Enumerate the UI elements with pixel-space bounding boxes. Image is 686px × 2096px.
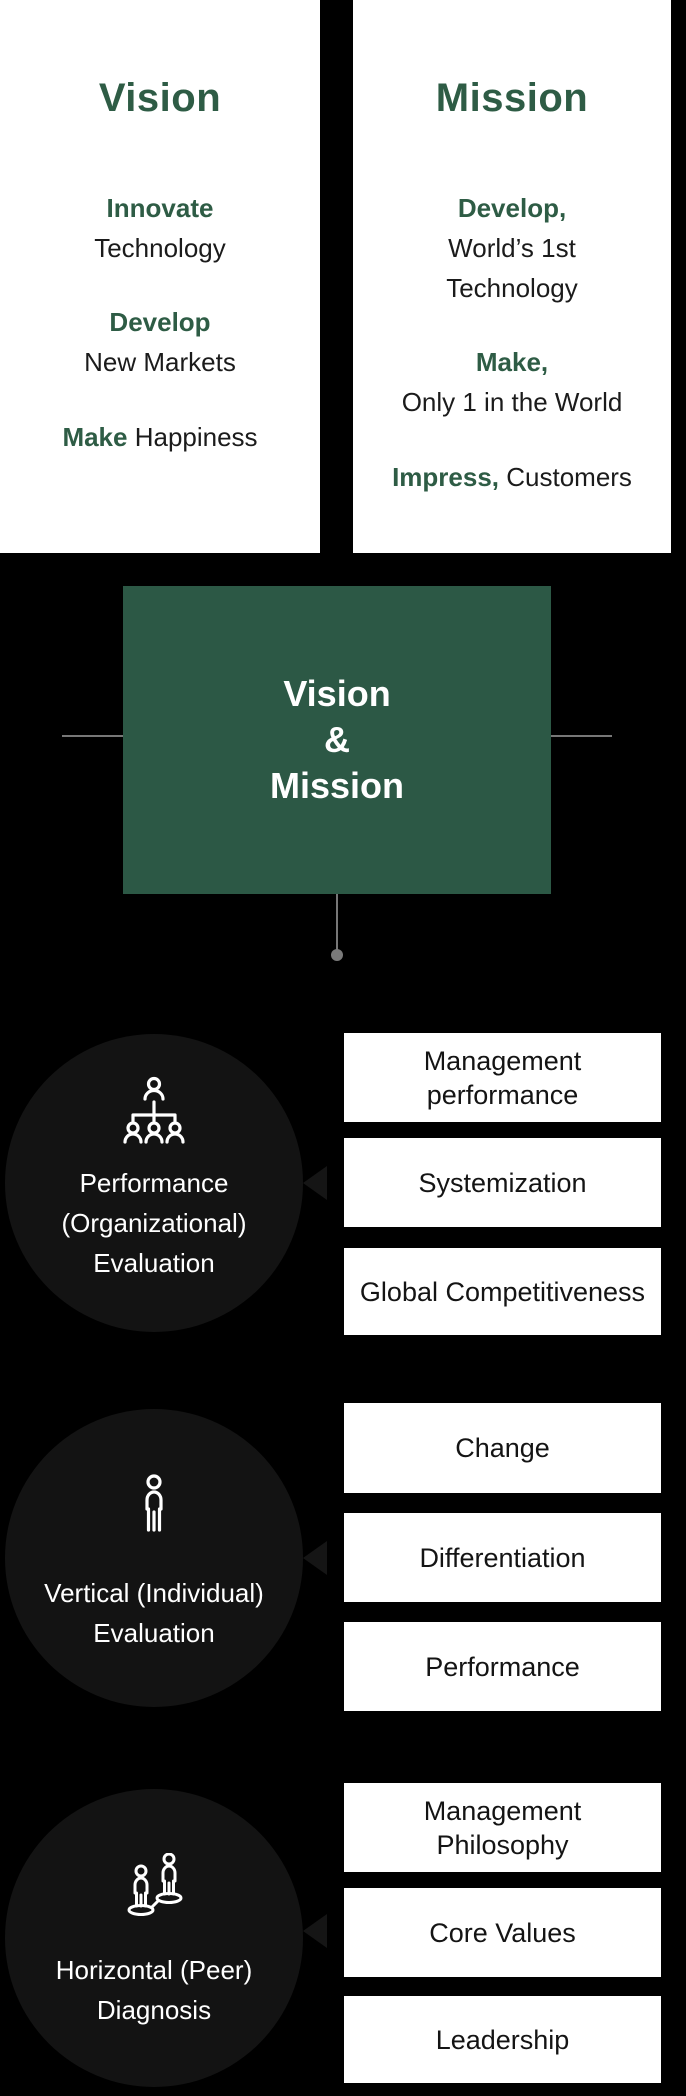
connector-line-down	[336, 894, 338, 950]
org-chart-icon	[5, 1075, 303, 1147]
center-box-line1: Vision	[283, 673, 391, 714]
circle-vertical-evaluation: Vertical (Individual) Evaluation	[5, 1409, 303, 1707]
vision-item-develop-text: New Markets	[84, 347, 236, 377]
box-systemization: Systemization	[344, 1138, 661, 1227]
circle-horizontal-label: Horizontal (Peer) Diagnosis	[55, 1955, 253, 2025]
vision-mission-box: Vision & Mission	[123, 586, 551, 894]
mission-item-make: Make,	[475, 347, 549, 377]
box-performance: Performance	[344, 1622, 661, 1711]
person-icon	[5, 1473, 303, 1537]
circle-horizontal-diagnosis: Horizontal (Peer) Diagnosis	[5, 1789, 303, 2087]
mission-title: Mission	[435, 76, 589, 120]
mission-item-develop-line2: Technology	[446, 273, 578, 303]
mission-item-develop: Develop,	[457, 193, 567, 223]
center-box-line2: &	[324, 719, 350, 760]
box-leadership: Leadership	[344, 1996, 661, 2083]
circle-organizational-label: Performance (Organizational) Evaluation	[61, 1168, 247, 1278]
center-box-line3: Mission	[269, 765, 404, 806]
box-core-values: Core Values	[344, 1888, 661, 1977]
box-global-competitiveness: Global Competitiveness	[344, 1248, 661, 1335]
box-management-philosophy: Management Philosophy	[344, 1783, 661, 1872]
connector-line-right	[551, 735, 612, 737]
circle-vertical-label: Vertical (Individual) Evaluation	[44, 1578, 264, 1648]
vision-item-innovate: Innovate	[106, 193, 214, 223]
mission-item-impress: Impress, Customers	[392, 462, 632, 492]
vision-item-make: Make Happiness	[62, 422, 258, 452]
arrow-left-icon	[303, 1914, 327, 1948]
mission-item-develop-line1: World’s 1st	[448, 233, 576, 263]
vision-title: Vision	[98, 76, 222, 120]
circle-organizational-evaluation: Performance (Organizational) Evaluation	[5, 1034, 303, 1332]
mission-card: Mission Develop, World’s 1st Technology …	[353, 0, 671, 553]
vision-card: Vision Innovate Technology Develop New M…	[0, 0, 320, 553]
box-management-performance: Management performance	[344, 1033, 661, 1122]
mission-item-make-line1: Only 1 in the World	[401, 387, 623, 417]
box-change: Change	[344, 1403, 661, 1493]
vision-item-innovate-text: Technology	[94, 233, 226, 263]
connector-dot	[331, 949, 343, 961]
arrow-left-icon	[303, 1541, 327, 1575]
box-differentiation: Differentiation	[344, 1513, 661, 1602]
connector-line-left	[62, 735, 123, 737]
people-network-icon	[5, 1853, 303, 1923]
arrow-left-icon	[303, 1166, 327, 1200]
vision-item-develop: Develop	[109, 307, 211, 337]
